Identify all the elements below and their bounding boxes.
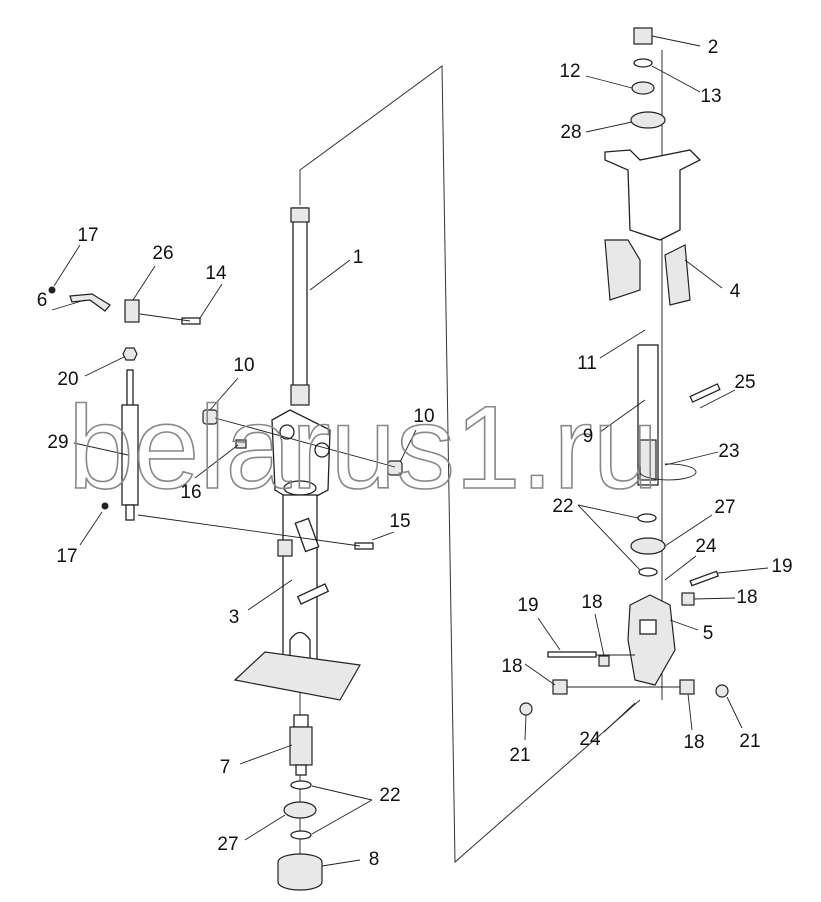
leader-line <box>194 444 239 479</box>
callout-label: 22 <box>379 785 400 806</box>
callout-label: 1 <box>353 247 364 268</box>
leader-line <box>239 744 293 765</box>
callout-label: 4 <box>730 281 741 302</box>
leader-line <box>524 714 527 741</box>
leader-line <box>577 504 639 519</box>
callout-label: 18 <box>736 587 757 608</box>
leader-line <box>599 399 646 433</box>
callout-label: 29 <box>47 432 68 453</box>
leader-line <box>664 514 713 547</box>
leader-line <box>247 579 293 611</box>
callout-label: 25 <box>734 372 755 393</box>
leader-line <box>371 531 395 541</box>
callout-label: 24 <box>579 729 601 750</box>
callout-label: 8 <box>369 849 380 870</box>
callout-label: 21 <box>739 731 760 752</box>
leader-lines <box>51 35 769 867</box>
leader-line <box>309 259 351 291</box>
callout-label: 3 <box>229 607 240 628</box>
leader-line <box>664 451 719 466</box>
callout-label: 14 <box>205 263 227 284</box>
callout-label: 16 <box>180 482 201 503</box>
callout-label: 17 <box>56 546 77 567</box>
leader-line <box>209 377 239 411</box>
leader-line <box>651 65 701 93</box>
callout-label: 26 <box>152 243 173 264</box>
callout-label: 19 <box>517 595 538 616</box>
bearings-bottom <box>277 780 323 891</box>
leader-line <box>537 617 561 651</box>
leader-line <box>664 555 697 581</box>
callout-label: 27 <box>714 497 735 518</box>
callout-label: 19 <box>771 556 792 577</box>
leader-line <box>311 799 373 835</box>
upper-right-parts <box>604 27 721 577</box>
leader-line <box>693 597 736 600</box>
leader-line <box>717 567 769 574</box>
cross-joint-5 <box>519 570 729 716</box>
leader-line <box>585 121 633 133</box>
callout-label: 17 <box>77 225 98 246</box>
callout-label: 5 <box>703 623 714 644</box>
leader-line <box>399 429 417 463</box>
leader-line <box>132 265 156 301</box>
leader-line <box>524 663 556 686</box>
callout-label: 28 <box>560 122 581 143</box>
leader-line <box>84 356 125 377</box>
leader-line <box>669 619 699 631</box>
callout-label: 2 <box>708 37 719 58</box>
leader-line <box>51 299 86 311</box>
callout-label: 10 <box>413 406 434 427</box>
callout-label: 15 <box>389 511 410 532</box>
leader-line <box>585 75 633 89</box>
callout-label: 6 <box>37 290 48 311</box>
callout-label: 18 <box>683 732 704 753</box>
callout-label: 11 <box>577 353 597 374</box>
cylinder-29 <box>121 369 139 521</box>
callout-label: 18 <box>501 656 522 677</box>
callout-label: 18 <box>581 592 602 613</box>
callout-label: 27 <box>217 834 238 855</box>
leader-line <box>244 814 286 841</box>
leader-line <box>699 389 736 409</box>
assembly-line <box>299 65 641 864</box>
leader-line <box>311 785 373 801</box>
leader-line <box>577 504 641 571</box>
leader-line <box>726 696 743 729</box>
leader-line <box>214 417 396 468</box>
callout-label: 13 <box>700 86 721 107</box>
leader-line <box>53 244 81 287</box>
leader-line <box>599 329 646 359</box>
leader-line <box>687 693 693 731</box>
watermark: belarus1.ru <box>68 382 658 514</box>
leader-line <box>594 613 605 657</box>
callout-label: 7 <box>220 757 231 778</box>
shaft-7 <box>289 714 313 776</box>
callout-label: 10 <box>233 355 254 376</box>
leader-line <box>79 511 103 546</box>
leader-line <box>199 283 223 319</box>
housing-3 <box>233 409 361 701</box>
leader-line <box>73 442 129 456</box>
leader-line <box>651 35 701 47</box>
leader-line <box>137 514 361 547</box>
callout-label: 12 <box>559 61 580 82</box>
shaft-1 <box>290 207 310 406</box>
callout-label: 23 <box>718 441 739 462</box>
small-parts-left <box>48 286 403 557</box>
callout-label: 21 <box>509 745 530 766</box>
leader-line <box>603 702 636 733</box>
callout-label: 22 <box>552 496 573 517</box>
leader-line <box>139 313 191 322</box>
leader-line <box>684 259 723 289</box>
callout-label: 9 <box>583 426 594 447</box>
callout-label: 20 <box>57 369 78 390</box>
callout-label: 24 <box>695 536 717 557</box>
callout-labels: 1234567891010111213141516171718181818191… <box>37 37 793 870</box>
leader-line <box>321 859 361 867</box>
